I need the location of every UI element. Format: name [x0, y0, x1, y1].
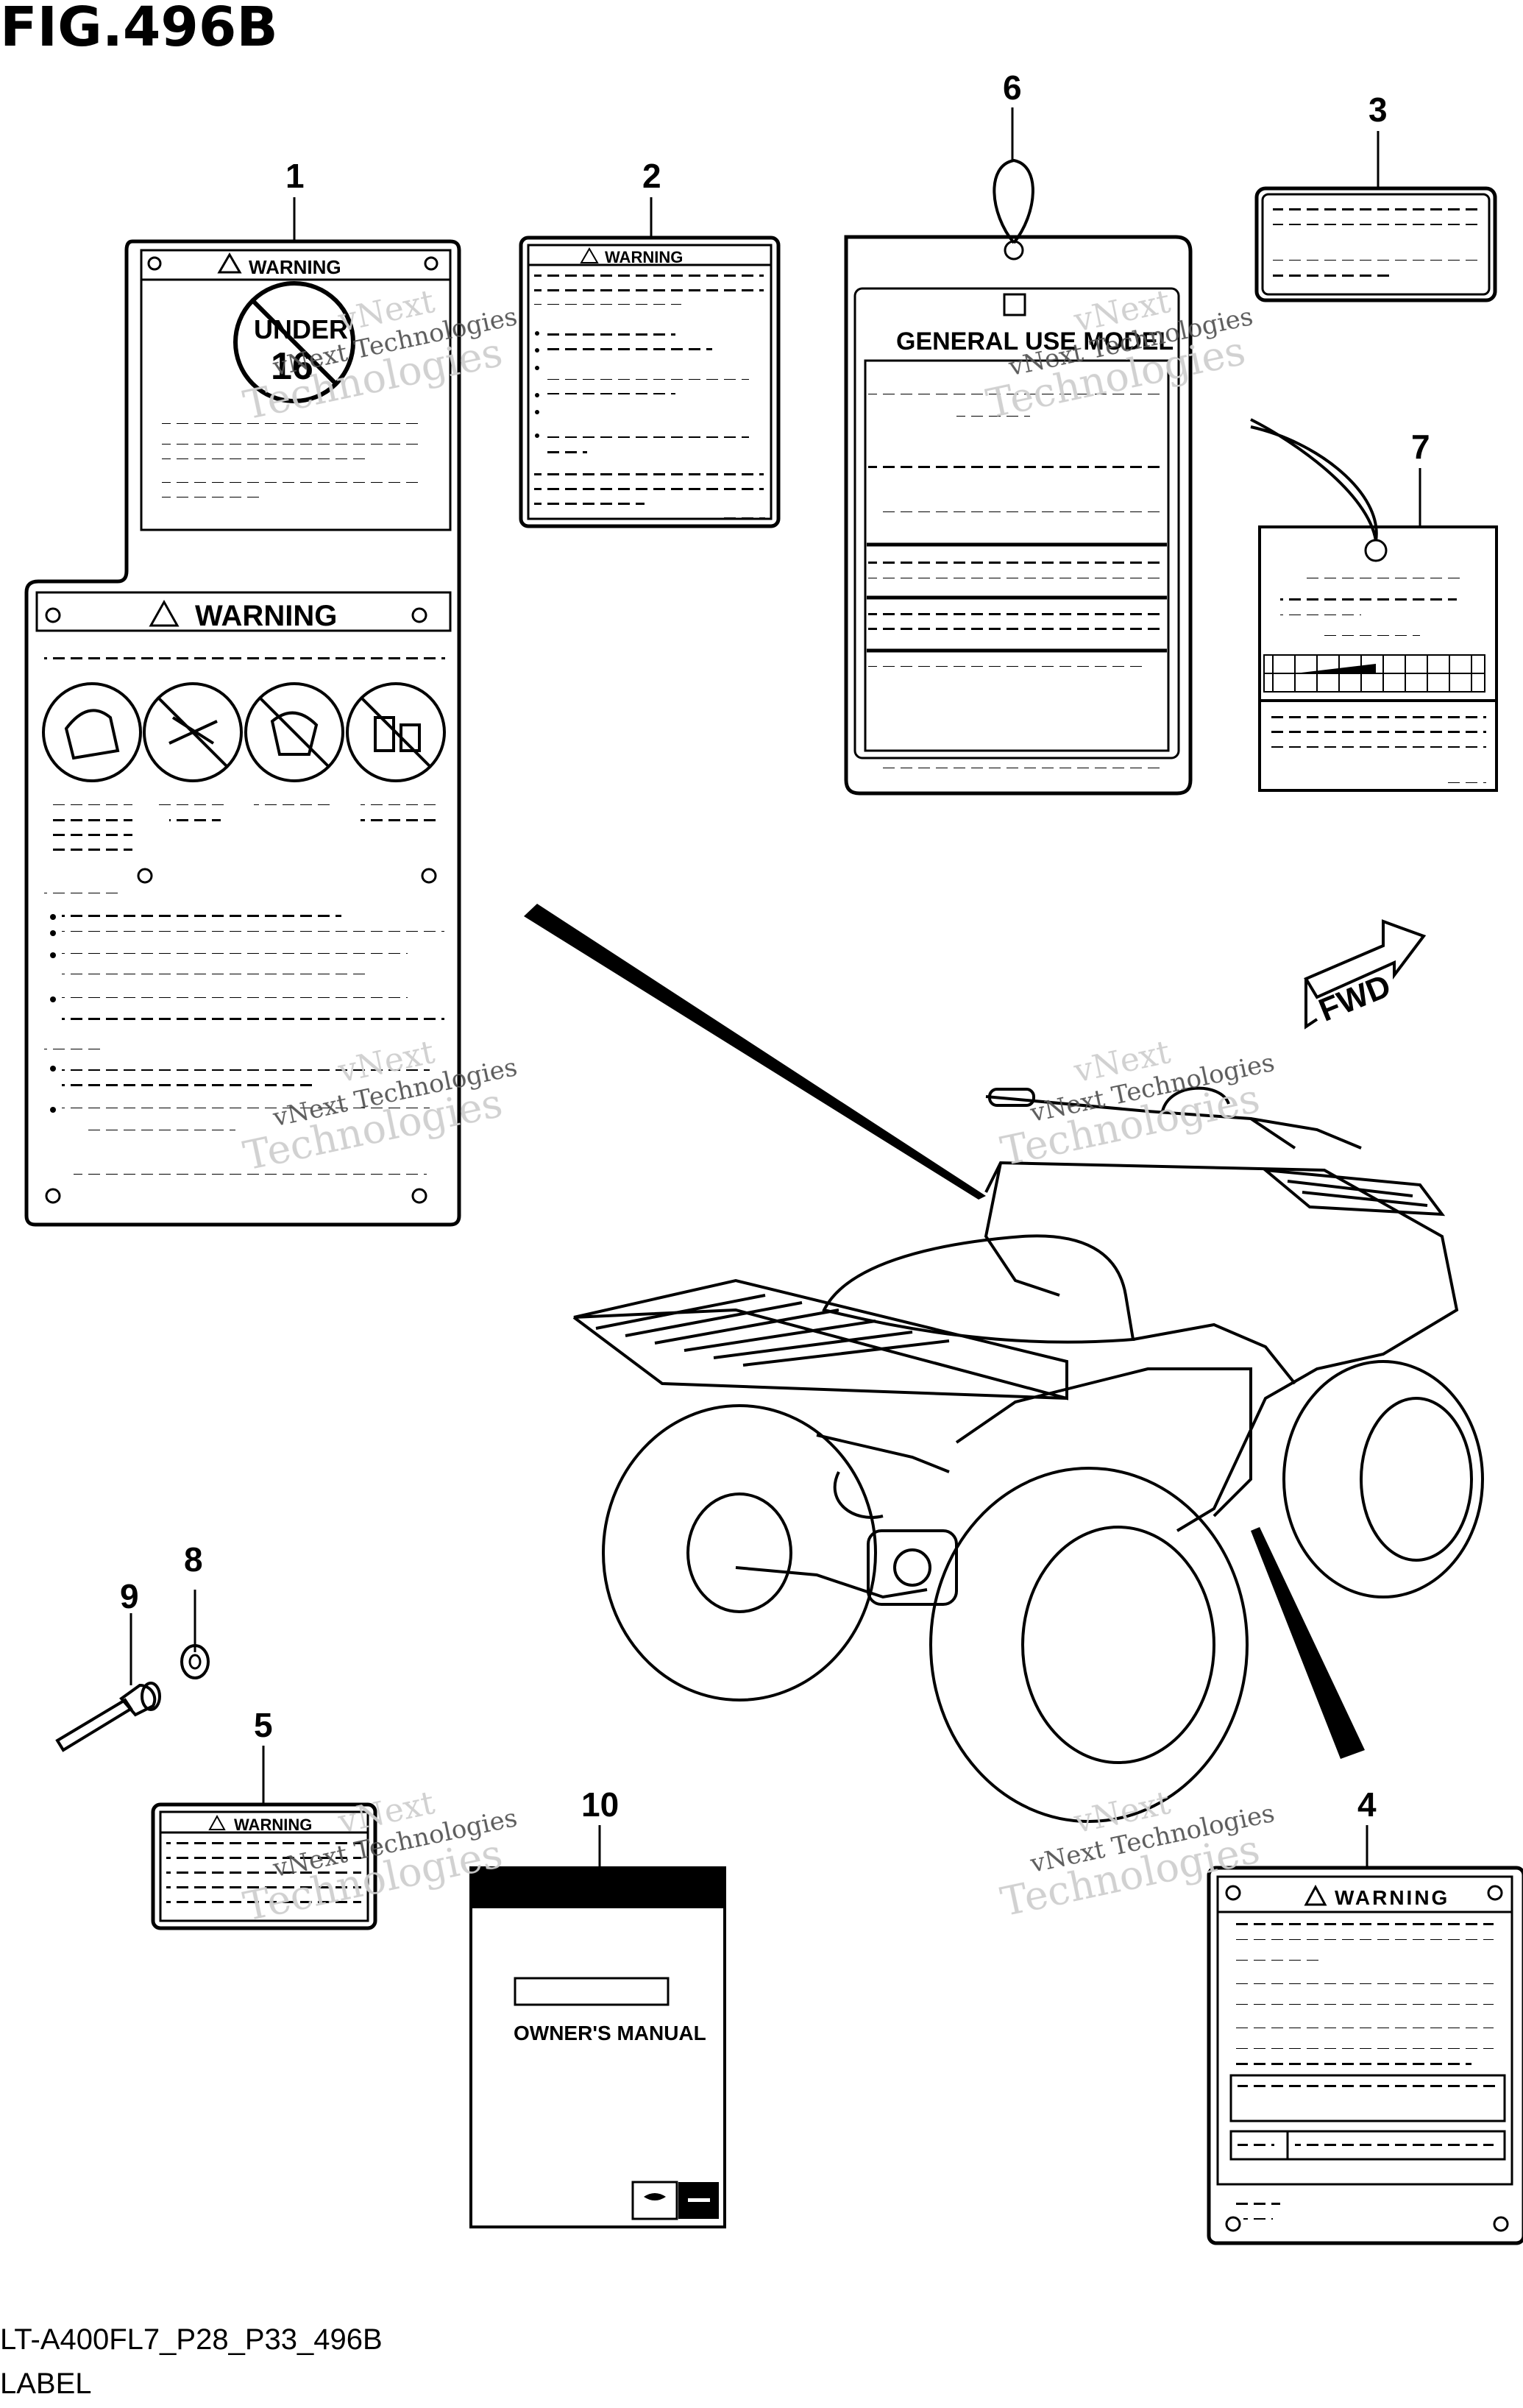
- age-16-text: 16: [271, 345, 313, 388]
- callout-2: 2: [642, 157, 661, 195]
- label-7-tag: [1250, 418, 1498, 792]
- label-6-hang-tag: GENERAL USE MODEL: [844, 158, 1193, 796]
- callout-9: 9: [120, 1577, 139, 1615]
- label-2-warning: WARNING: [519, 236, 781, 528]
- owners-manual-text: OWNER'S MANUAL: [514, 2022, 706, 2044]
- leader-wedge-lower: [1251, 1527, 1365, 1759]
- figure-caption: LABEL: [0, 2368, 92, 2400]
- general-use-model-text: GENERAL USE MODEL: [896, 327, 1174, 355]
- part-10-owners-manual: OWNER'S MANUAL: [469, 1866, 726, 2228]
- part-8-washer: [180, 1590, 210, 1679]
- callout-4: 4: [1357, 1785, 1377, 1824]
- part-9-rivet: [55, 1613, 161, 1752]
- label-4-warning: WARNING: [1207, 1866, 1523, 2245]
- label-4-header-text: WARNING: [1335, 1886, 1449, 1909]
- label-5-header-text: WARNING: [234, 1816, 312, 1834]
- atv-illustration: [572, 1086, 1484, 1823]
- figure-code: LT-A400FL7_P28_P33_496B: [0, 2323, 383, 2356]
- label-1-header-text: WARNING: [249, 256, 341, 278]
- figure-title: FIG.496B: [0, 0, 278, 59]
- fwd-arrow-icon: FWD: [1304, 919, 1427, 1030]
- label-5-warning: WARNING: [151, 1802, 377, 1930]
- callout-10: 10: [581, 1785, 619, 1824]
- callout-1: 1: [285, 157, 305, 195]
- callout-6: 6: [1003, 68, 1022, 107]
- callout-5: 5: [254, 1706, 273, 1744]
- callouts: 1 2 3 6 7 8 9 5 10 4: [120, 68, 1430, 1868]
- label-2-header-text: WARNING: [605, 248, 683, 266]
- callout-8: 8: [184, 1540, 203, 1579]
- leader-wedge-upper: [524, 904, 986, 1200]
- callout-3: 3: [1368, 91, 1388, 129]
- pictogram-row: [42, 682, 446, 782]
- under-age-text: UNDER: [254, 314, 348, 344]
- label-1-warning: WARNING UNDER 16 WARNING: [24, 239, 461, 1227]
- callout-7: 7: [1411, 428, 1430, 466]
- fwd-text: FWD: [1314, 968, 1396, 1029]
- label-3: [1254, 186, 1497, 302]
- label-1-lower-warning-text: WARNING: [195, 600, 337, 632]
